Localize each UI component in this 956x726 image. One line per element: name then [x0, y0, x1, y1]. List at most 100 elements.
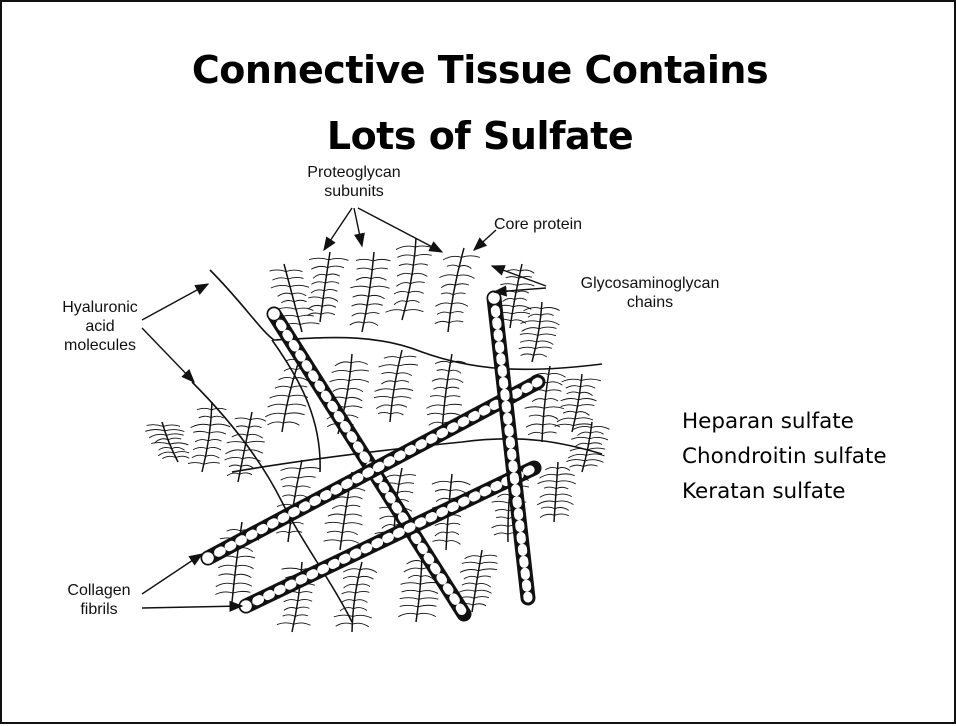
- glycosaminoglycan-chain: [462, 583, 476, 585]
- glycosaminoglycan-chain: [443, 413, 459, 415]
- glycosaminoglycan-chain: [211, 416, 223, 418]
- glycosaminoglycan-chain: [521, 354, 534, 356]
- glycosaminoglycan-chain: [526, 424, 543, 427]
- sulfate-list: Heparan sulfate Chondroitin sulfate Kera…: [682, 404, 887, 509]
- glycosaminoglycan-chain: [555, 507, 569, 510]
- glycosaminoglycan-chain: [500, 284, 517, 286]
- glycosaminoglycan-chain: [441, 284, 455, 287]
- glycosaminoglycan-chain: [327, 531, 342, 533]
- glycosaminoglycan-chain: [206, 455, 220, 458]
- glycosaminoglycan-chain: [149, 434, 166, 438]
- glycosaminoglycan-chain: [386, 310, 405, 313]
- sulfate-item-chondroitin: Chondroitin sulfate: [682, 439, 887, 474]
- glycosaminoglycan-chain: [393, 397, 412, 399]
- glycosaminoglycan-chain: [373, 259, 390, 261]
- glycosaminoglycan-chain: [285, 413, 305, 415]
- glycosaminoglycan-chain: [520, 270, 534, 273]
- glycosaminoglycan-chain: [162, 456, 175, 458]
- glycosaminoglycan-chain: [561, 405, 578, 407]
- glycosaminoglycan-chain: [308, 297, 323, 299]
- glycosaminoglycan-chain: [426, 405, 444, 408]
- glycosaminoglycan-chain: [400, 598, 419, 600]
- glycosaminoglycan-chain: [532, 399, 545, 402]
- glycosaminoglycan-chain: [346, 505, 360, 507]
- glycosaminoglycan-chain: [436, 498, 449, 501]
- glycosaminoglycan-chain: [591, 426, 609, 429]
- glycosaminoglycan-chain: [571, 437, 589, 439]
- glycosaminoglycan-chain: [544, 487, 556, 489]
- glycosaminoglycan-chain: [589, 443, 602, 445]
- glycosaminoglycan-chain: [480, 562, 498, 564]
- glycosaminoglycan-chain: [188, 463, 204, 465]
- glycosaminoglycan-chain: [218, 574, 234, 576]
- glycosaminoglycan-chain: [384, 357, 400, 359]
- glycosaminoglycan-chain: [236, 426, 249, 428]
- glycosaminoglycan-chain: [147, 425, 164, 427]
- glycosaminoglycan-chain: [399, 483, 414, 485]
- label-collagen-line2: fibrils: [54, 600, 144, 619]
- glycosaminoglycan-chain: [408, 575, 421, 578]
- glycosaminoglycan-chain: [557, 481, 576, 484]
- glycosaminoglycan-chain: [282, 495, 294, 497]
- glycosaminoglycan-chain: [465, 556, 481, 559]
- label-hyaluronic-acid: Hyaluronic acid molecules: [50, 298, 150, 355]
- glycosaminoglycan-chain: [367, 304, 383, 306]
- glycosaminoglycan-chain: [280, 468, 300, 471]
- glycosaminoglycan-chain: [345, 406, 363, 408]
- glycosaminoglycan-chain: [342, 532, 357, 535]
- glycosaminoglycan-chain: [546, 390, 561, 392]
- glycosaminoglycan-chain: [457, 275, 475, 279]
- glycosaminoglycan-chain: [379, 365, 399, 367]
- glycosaminoglycan-chain: [313, 274, 326, 278]
- core-protein: [554, 462, 558, 522]
- label-arrow: [142, 606, 242, 608]
- glycosaminoglycan-chain: [557, 418, 575, 422]
- collagen-fibril: [488, 292, 529, 599]
- label-collagen-fibrils: Collagen fibrils: [54, 581, 144, 619]
- glycosaminoglycan-chain: [227, 442, 246, 444]
- glycosaminoglycan-chain: [477, 576, 491, 578]
- glycosaminoglycan-chain: [554, 514, 568, 516]
- proteoglycan-subunit: [225, 412, 266, 482]
- glycosaminoglycan-chain: [379, 516, 394, 519]
- glycosaminoglycan-chain: [441, 293, 453, 295]
- glycosaminoglycan-chain: [193, 431, 209, 433]
- glycosaminoglycan-chain: [348, 388, 363, 391]
- sulfate-item-keratan: Keratan sulfate: [682, 474, 887, 509]
- core-protein: [352, 562, 362, 632]
- label-arrow: [142, 554, 202, 594]
- glycosaminoglycan-chain: [341, 600, 354, 603]
- core-protein: [202, 402, 212, 472]
- collagen-fibril: [268, 308, 465, 615]
- glycosaminoglycan-chain: [296, 308, 313, 310]
- glycosaminoglycan-chain: [515, 298, 527, 300]
- glycosaminoglycan-chain: [512, 312, 530, 314]
- glycosaminoglycan-chain: [328, 266, 344, 268]
- glycosaminoglycan-chain: [511, 320, 526, 324]
- glycosaminoglycan-chain: [412, 273, 427, 276]
- collagen-fibril-end: [268, 308, 281, 321]
- glycosaminoglycan-chain: [170, 443, 189, 445]
- glycosaminoglycan-chain: [371, 277, 386, 280]
- glycosaminoglycan-chain: [413, 264, 428, 266]
- glycosaminoglycan-chain: [296, 486, 310, 488]
- core-protein: [320, 252, 330, 322]
- glycosaminoglycan-chain: [443, 256, 461, 260]
- glycosaminoglycan-chain: [295, 615, 308, 617]
- glycosaminoglycan-chain: [543, 416, 558, 420]
- glycosaminoglycan-chain: [227, 473, 240, 476]
- glycosaminoglycan-chain: [494, 533, 508, 535]
- glycosaminoglycan-chain: [234, 583, 252, 586]
- glycosaminoglycan-chain: [375, 389, 394, 392]
- glycosaminoglycan-chain: [350, 286, 370, 288]
- glycosaminoglycan-chain: [283, 422, 299, 425]
- glycosaminoglycan-chain: [158, 452, 173, 456]
- glycosaminoglycan-chain: [352, 304, 368, 306]
- glycosaminoglycan-chain: [151, 443, 170, 445]
- glycosaminoglycan-chain: [517, 284, 534, 286]
- glycosaminoglycan-chain: [276, 531, 289, 533]
- glycosaminoglycan-chain: [163, 425, 180, 427]
- glycosaminoglycan-chain: [341, 592, 355, 594]
- glycosaminoglycan-chain: [435, 321, 449, 323]
